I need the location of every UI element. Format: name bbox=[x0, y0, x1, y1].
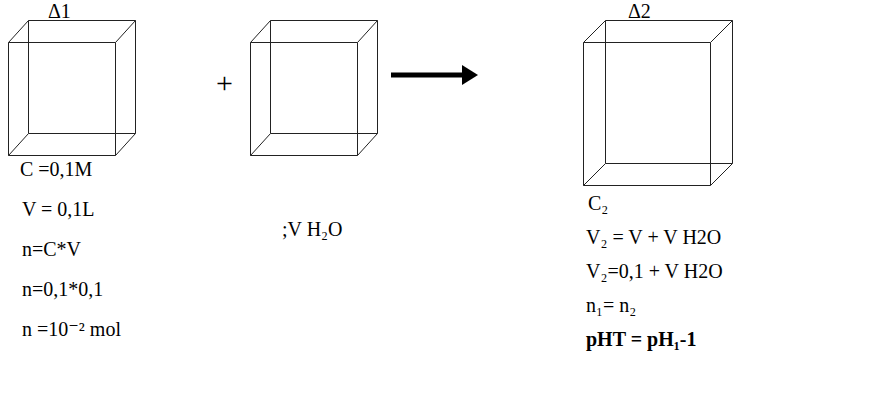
quantity-text: C =0,1M bbox=[20, 158, 92, 180]
quantity-text: ;V H₂O bbox=[282, 218, 343, 240]
cube-box: Δ2C₂V₂ = V + V H2OV₂=0,1 + V H2On₁= n₂pH… bbox=[583, 20, 732, 185]
cube-outline bbox=[8, 20, 135, 155]
quantity-text: V = 0,1L bbox=[22, 198, 95, 220]
cube-outline bbox=[250, 20, 377, 155]
quantity-text: n=0,1*0,1 bbox=[22, 278, 103, 300]
cube-outline bbox=[583, 20, 732, 185]
quantity-text: pHT = pH₁-1 bbox=[586, 328, 696, 350]
quantity-text: n=C*V bbox=[22, 238, 81, 260]
cube-box: ;V H₂O bbox=[250, 20, 377, 155]
quantity-text: n =10⁻² mol bbox=[22, 318, 121, 340]
vessel-name: Δ1 bbox=[48, 0, 71, 22]
quantity-text: V₂ = V + V H2O bbox=[586, 226, 721, 248]
quantity-text: n₁= n₂ bbox=[586, 294, 636, 316]
vessel-name: Δ2 bbox=[628, 0, 651, 22]
quantity-text: V₂=0,1 + V H2O bbox=[586, 260, 723, 282]
cube-box: Δ1C =0,1MV = 0,1Ln=C*Vn=0,1*0,1n =10⁻² m… bbox=[8, 20, 135, 155]
quantity-text: C₂ bbox=[588, 192, 608, 214]
plus-sign: + bbox=[216, 68, 233, 98]
reaction-arrow bbox=[391, 65, 478, 85]
